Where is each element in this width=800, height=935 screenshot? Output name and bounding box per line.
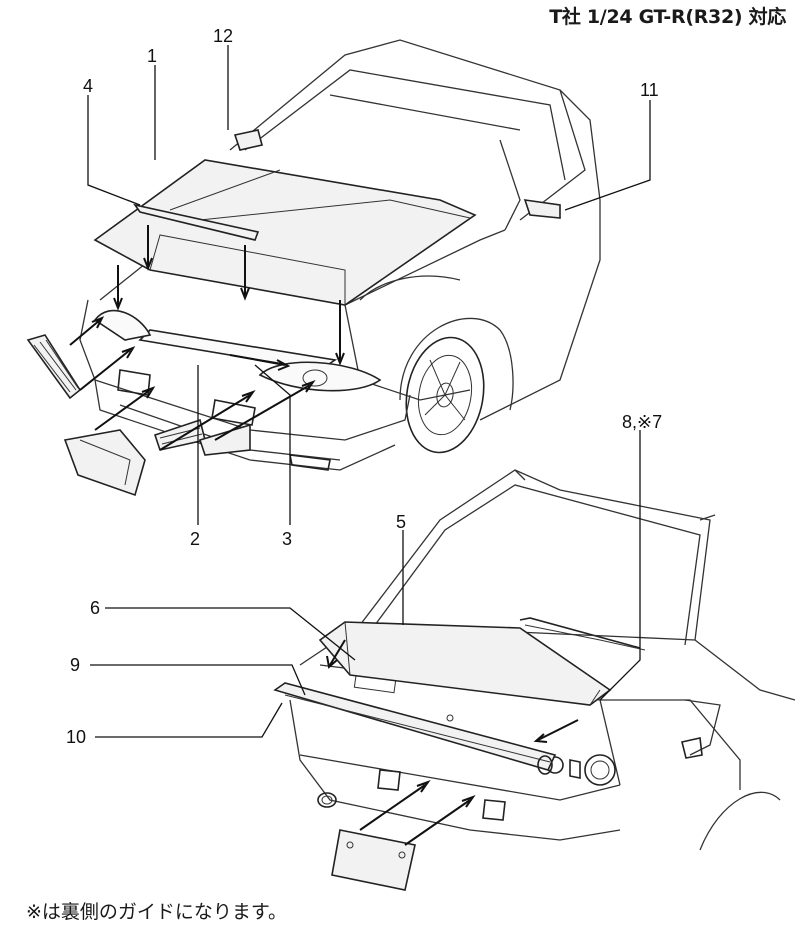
foglight-cover-part bbox=[63, 429, 146, 497]
callout-9: 9 bbox=[70, 655, 80, 675]
guide-note: ※は裏側のガイドになります。 bbox=[26, 901, 288, 923]
license-plate-part bbox=[331, 829, 416, 891]
rear-blade-part bbox=[273, 682, 557, 771]
hood-strip-part bbox=[133, 203, 260, 241]
callout-8: 8,※7 bbox=[622, 412, 662, 432]
callout-11: 11 bbox=[640, 80, 659, 100]
callout-6: 6 bbox=[90, 598, 100, 618]
front-mesh-right-part bbox=[198, 423, 251, 456]
left-mirror-part bbox=[233, 129, 263, 151]
callout-10: 10 bbox=[66, 727, 86, 747]
hood-part bbox=[93, 159, 477, 306]
callout-5: 5 bbox=[396, 512, 406, 532]
callout-2: 2 bbox=[190, 529, 200, 549]
callout-4: 4 bbox=[83, 76, 93, 96]
callout-12: 12 bbox=[213, 26, 233, 46]
callout-1: 1 bbox=[147, 46, 157, 66]
callout-3: 3 bbox=[282, 529, 292, 549]
front-car-illustration bbox=[79, 39, 601, 471]
right-mirror-part bbox=[523, 199, 561, 219]
sheet-title: T社 1/24 GT-R(R32) 対応 bbox=[549, 6, 786, 28]
